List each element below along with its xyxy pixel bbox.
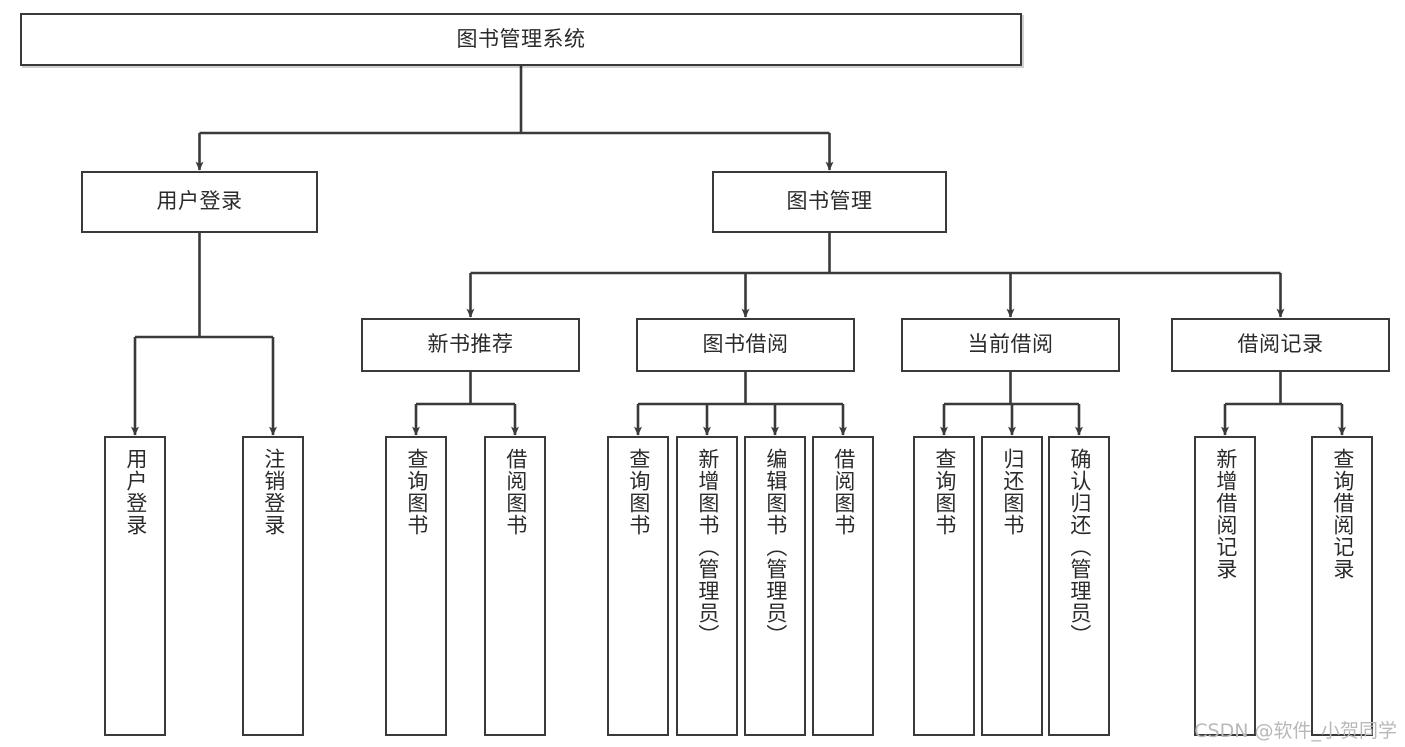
- node-label: 用户登录: [156, 189, 243, 214]
- node-l-borrow1[interactable]: 借阅图书: [484, 436, 546, 736]
- node-l-logout[interactable]: 注销登录: [242, 436, 304, 736]
- node-label: 借阅图书: [831, 448, 856, 536]
- node-label: 新书推荐: [427, 332, 514, 357]
- node-borrow[interactable]: 图书借阅: [636, 318, 855, 372]
- node-label: 新增图书（管理员）: [695, 448, 720, 646]
- node-label: 图书管理: [786, 189, 873, 214]
- node-l-edit[interactable]: 编辑图书（管理员）: [744, 436, 806, 736]
- node-l-query1[interactable]: 查询图书: [385, 436, 447, 736]
- node-bookmgmt[interactable]: 图书管理: [712, 171, 947, 233]
- node-l-add[interactable]: 新增图书（管理员）: [676, 436, 738, 736]
- node-l-confirm[interactable]: 确认归还（管理员）: [1048, 436, 1110, 736]
- node-label: 归还图书: [1000, 448, 1025, 536]
- node-l-borrow2[interactable]: 借阅图书: [812, 436, 874, 736]
- node-newbook[interactable]: 新书推荐: [361, 318, 580, 372]
- node-label: 查询图书: [404, 448, 429, 536]
- node-label: 图书管理系统: [456, 26, 586, 51]
- node-label: 图书借阅: [702, 332, 789, 357]
- node-current[interactable]: 当前借阅: [901, 318, 1120, 372]
- connector-lines: [131, 66, 1346, 436]
- node-l-query2[interactable]: 查询图书: [607, 436, 669, 736]
- node-label: 借阅图书: [503, 448, 528, 536]
- node-label: 借阅记录: [1237, 332, 1324, 357]
- node-records[interactable]: 借阅记录: [1171, 318, 1390, 372]
- node-root[interactable]: 图书管理系统: [20, 13, 1022, 66]
- node-label: 查询借阅记录: [1330, 448, 1355, 580]
- node-label: 查询图书: [932, 448, 957, 536]
- node-label: 当前借阅: [967, 332, 1054, 357]
- node-label: 新增借阅记录: [1213, 448, 1238, 580]
- node-label: 用户登录: [123, 448, 148, 536]
- watermark-text: CSDN @软件_小贺同学: [1194, 720, 1397, 742]
- node-label: 注销登录: [261, 448, 286, 536]
- node-l-userlogin[interactable]: 用户登录: [104, 436, 166, 736]
- node-l-addrec[interactable]: 新增借阅记录: [1194, 436, 1256, 736]
- node-l-queryrec[interactable]: 查询借阅记录: [1311, 436, 1373, 736]
- node-l-query3[interactable]: 查询图书: [913, 436, 975, 736]
- node-label: 查询图书: [626, 448, 651, 536]
- node-label: 确认归还（管理员）: [1067, 448, 1092, 646]
- node-l-return[interactable]: 归还图书: [981, 436, 1043, 736]
- node-login[interactable]: 用户登录: [81, 171, 318, 233]
- node-label: 编辑图书（管理员）: [763, 448, 788, 646]
